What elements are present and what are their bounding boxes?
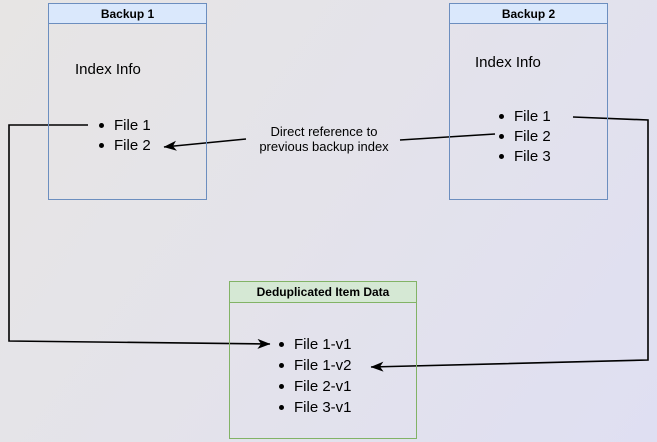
bullet-icon [279,405,284,410]
list-item: File 3 [499,146,551,166]
bullet-icon [99,142,104,148]
file-label: File 1-v2 [294,357,352,374]
dedup-file-list: File 1-v1 File 1-v2 File 2-v1 File 3-v1 [279,334,352,418]
file-label: File 1 [514,107,551,125]
file-label: File 1 [114,116,151,134]
bullet-icon [499,113,504,119]
file-label: File 3-v1 [294,399,352,416]
list-item: File 1 [499,106,551,126]
bullet-icon [99,122,104,128]
backup2-index-info-label: Index Info [475,54,541,71]
list-item: File 2 [99,135,151,155]
list-item: File 3-v1 [279,397,352,418]
edge-annotation: Direct reference to previous backup inde… [238,124,410,154]
backup1-index-info-label: Index Info [75,61,141,78]
file-label: File 3 [514,147,551,165]
dedup-title: Deduplicated Item Data [230,282,416,303]
backup2-box: Backup 2 [449,3,608,200]
backup1-box: Backup 1 [48,3,207,200]
bullet-icon [499,153,504,159]
bullet-icon [279,363,284,368]
file-label: File 2-v1 [294,378,352,395]
bullet-icon [279,342,284,347]
list-item: File 1 [99,115,151,135]
list-item: File 1-v1 [279,334,352,355]
backup2-title: Backup 2 [450,4,607,24]
dedup-box: Deduplicated Item Data [229,281,417,439]
file-label: File 1-v1 [294,336,352,353]
list-item: File 1-v2 [279,355,352,376]
list-item: File 2-v1 [279,376,352,397]
annotation-line1: Direct reference to [270,124,378,139]
backup1-title: Backup 1 [49,4,206,24]
bullet-icon [279,384,284,389]
file-label: File 2 [114,136,151,154]
backup2-file-list: File 1 File 2 File 3 [499,106,551,166]
file-label: File 2 [514,127,551,145]
backup1-file-list: File 1 File 2 [99,115,151,155]
list-item: File 2 [499,126,551,146]
annotation-line2: previous backup index [259,139,389,154]
bullet-icon [499,133,504,139]
